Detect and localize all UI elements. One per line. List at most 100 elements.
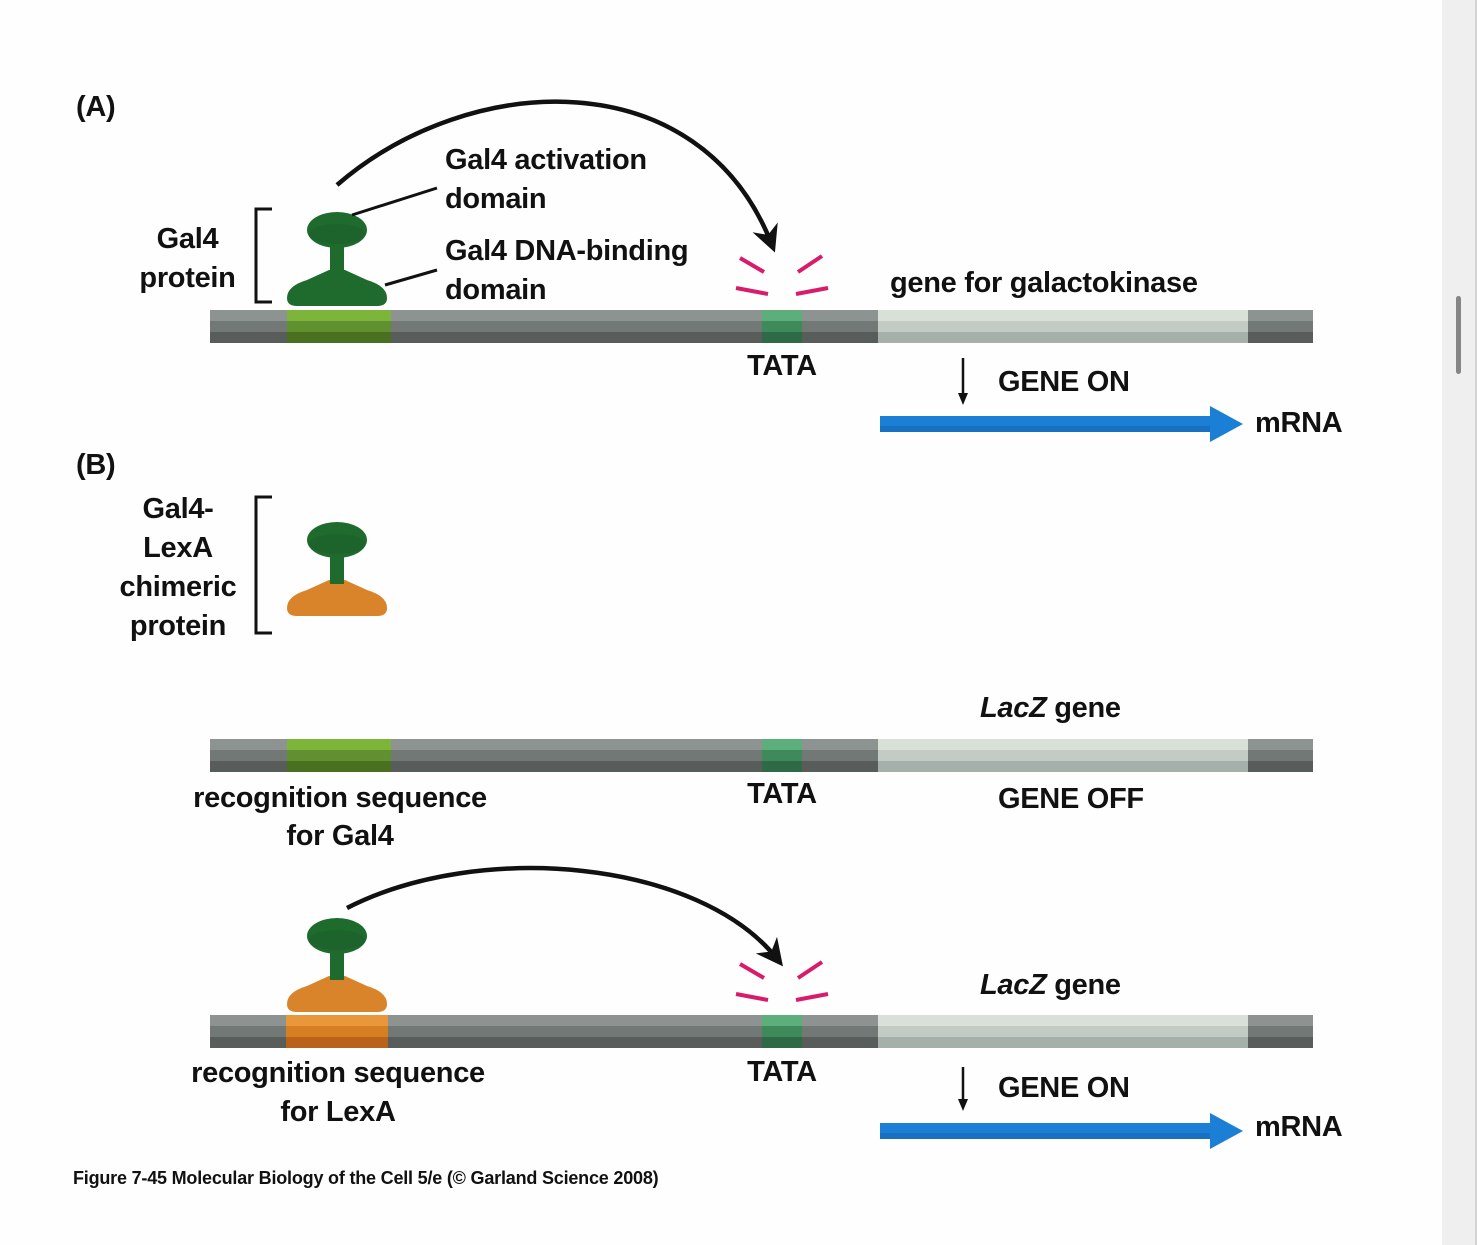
mark-lower-right (795, 286, 829, 296)
activation-domain-leader (351, 186, 438, 217)
binding-domain-label-line2: domain (445, 274, 547, 306)
binding-domain-shape (287, 976, 387, 1012)
activation-domain-shade (309, 224, 365, 244)
tata-box-stripe-1 (762, 310, 802, 321)
bound-chimeric-protein (287, 918, 387, 1012)
gene-region-stripe-3 (878, 1037, 1248, 1048)
activation-burst-a (735, 254, 829, 296)
gene-region-stripe-2 (878, 1026, 1248, 1037)
gene-region-stripe-2 (878, 321, 1248, 332)
mark-lower-right (795, 992, 829, 1002)
transcription-arrow-a (958, 358, 968, 405)
dna-end-stripe-3 (1248, 332, 1313, 343)
binding-domain-label-line1: Gal4 DNA-binding (445, 235, 689, 267)
recognition-site-stripe-1 (287, 310, 391, 321)
gene-on-label-b: GENE ON (998, 1072, 1130, 1104)
mark-upper-right (796, 254, 824, 274)
tata-box-stripe-1 (762, 1015, 802, 1026)
tata-box-stripe-3 (762, 1037, 802, 1048)
chimeric-protein-label-line3: chimeric (119, 571, 237, 603)
mrna-arrow-shade (880, 1133, 1212, 1139)
vertical-scrollbar[interactable] (1442, 0, 1477, 1245)
lacz-gene-name-2: LacZ (980, 969, 1047, 1001)
activation-domain-shade (309, 534, 365, 554)
gene-on-label-a: GENE ON (998, 366, 1130, 398)
diagram-canvas (210, 99, 1313, 1149)
activation-arrow-a (335, 99, 778, 253)
recognition-site-stripe-2 (287, 750, 391, 761)
dna-end-stripe-1 (1248, 310, 1313, 321)
activation-burst-b (735, 960, 829, 1002)
gal4-protein-bracket (254, 207, 272, 304)
panel-b-label: (B) (76, 449, 116, 481)
mark-lower-left (735, 286, 769, 296)
figure-caption: Figure 7-45 Molecular Biology of the Cel… (73, 1168, 659, 1188)
panel-a-label: (A) (76, 91, 116, 123)
dna-backbone-stripe-3 (210, 1037, 878, 1048)
down-arrow-head (958, 1099, 968, 1111)
tata-box-stripe-3 (762, 761, 802, 772)
lacz-gene-label-2: LacZ gene (980, 966, 1121, 1005)
gene-region-stripe-1 (878, 1015, 1248, 1026)
lexa-site-label-line2: for LexA (280, 1096, 396, 1128)
activation-arrow-b (345, 865, 783, 967)
tata-box-stripe-2 (762, 750, 802, 761)
recognition-site-stripe-1 (287, 739, 391, 750)
gene-region-stripe-1 (878, 310, 1248, 321)
lacz-gene-suffix-2: gene (1054, 969, 1121, 1001)
binding-domain-leader (384, 268, 438, 287)
dna-backbone-stripe-2 (210, 750, 878, 761)
gal4-lexa-chimeric-protein (287, 522, 387, 616)
tata-box-stripe-1 (762, 739, 802, 750)
scrollbar-thumb[interactable] (1456, 296, 1461, 374)
dna-backbone-stripe-2 (210, 321, 878, 332)
dna-backbone-stripe-1 (210, 1015, 878, 1026)
gene-region-stripe-2 (878, 750, 1248, 761)
mrna-arrow-shade (880, 426, 1212, 432)
lacz-gene-suffix-1: gene (1054, 692, 1121, 724)
binding-domain-shape (287, 270, 387, 306)
tata-box-stripe-2 (762, 1026, 802, 1037)
dna-backbone-stripe-2 (210, 1026, 878, 1037)
mrna-label-b: mRNA (1255, 1111, 1343, 1143)
dna-backbone-stripe-1 (210, 310, 878, 321)
activation-domain-label-line2: domain (445, 183, 547, 215)
dna-strand-a (210, 310, 1313, 343)
chimeric-protein-label-line1: Gal4- (142, 493, 214, 525)
gene-region-stripe-1 (878, 739, 1248, 750)
chimeric-protein-bracket (254, 495, 272, 635)
tata-box-stripe-3 (762, 332, 802, 343)
galactokinase-gene-label: gene for galactokinase (890, 267, 1198, 299)
lacz-gene-name-1: LacZ (980, 692, 1047, 724)
gal4-protein (287, 212, 387, 306)
dna-end-stripe-2 (1248, 750, 1313, 761)
dna-end-stripe-2 (1248, 1026, 1313, 1037)
tata-label-b1: TATA (747, 778, 817, 810)
mrna-arrow-b (880, 1113, 1243, 1149)
recognition-site-stripe-3 (287, 761, 391, 772)
recognition-site-stripe-2 (287, 321, 391, 332)
mrna-arrow-head (1210, 1113, 1243, 1149)
dna-end-stripe-3 (1248, 1037, 1313, 1048)
gal4-protein-label-line1: Gal4 (156, 223, 219, 255)
dna-backbone-stripe-3 (210, 332, 878, 343)
dna-end-stripe-1 (1248, 739, 1313, 750)
mark-upper-left (738, 256, 766, 274)
lexa-site-label-line1: recognition sequence (191, 1057, 485, 1089)
dna-end-stripe-2 (1248, 321, 1313, 332)
mrna-arrow-head (1210, 406, 1243, 442)
chimeric-protein-label-line2: LexA (143, 532, 213, 564)
gal4-protein-label-line2: protein (139, 262, 236, 294)
gene-off-label: GENE OFF (998, 783, 1144, 815)
transcription-arrow-b (958, 1067, 968, 1111)
tata-label-a: TATA (747, 350, 817, 382)
activation-domain-shade (309, 930, 365, 950)
dna-strand-b1 (210, 739, 1313, 772)
dna-end-stripe-3 (1248, 761, 1313, 772)
chimeric-protein-label-line4: protein (129, 610, 227, 642)
tata-box-stripe-2 (762, 321, 802, 332)
recognition-site-stripe-3 (287, 332, 391, 343)
dna-backbone-stripe-1 (210, 739, 878, 750)
tata-label-b2: TATA (747, 1056, 817, 1088)
activation-domain-label-line1: Gal4 activation (445, 144, 647, 176)
